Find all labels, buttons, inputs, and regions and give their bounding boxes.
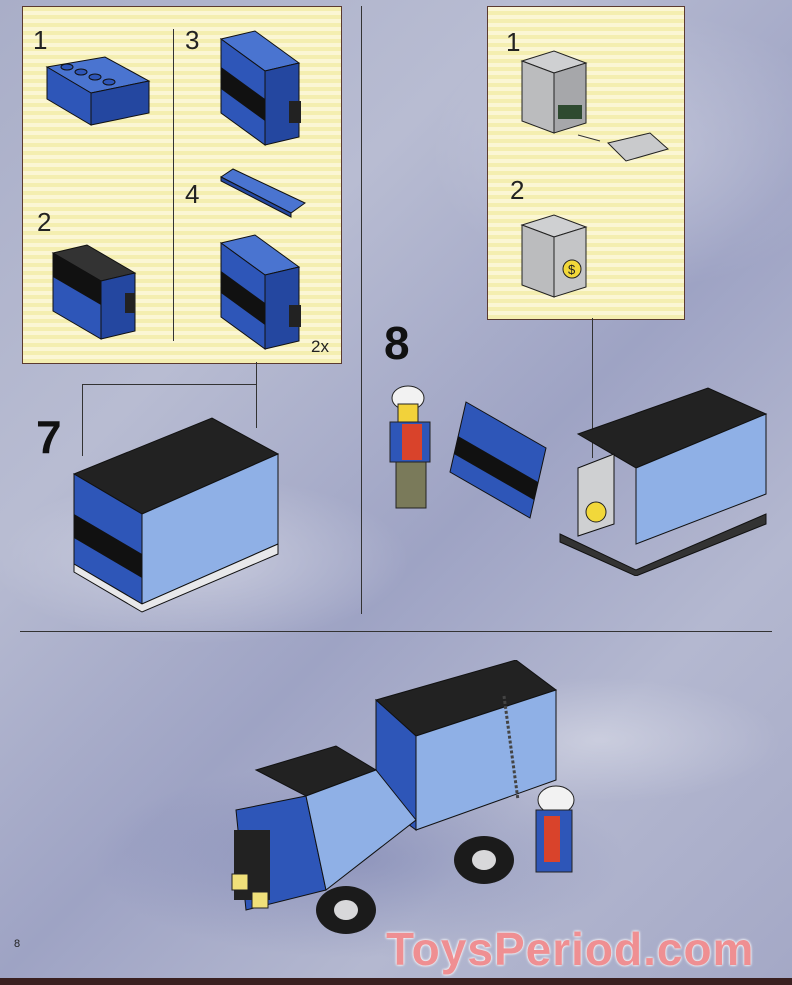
step-number-8: 8 [384, 317, 410, 369]
callout-connector-bar [82, 384, 256, 385]
substep-panel-right: 1 2 $ [487, 6, 685, 320]
blue-brick-1x4-icon [45, 56, 151, 126]
blue-black-wall-icon [219, 30, 301, 146]
blue-container-model-icon [72, 417, 280, 613]
svg-text:$: $ [568, 262, 576, 277]
container-with-safe-icon [559, 387, 768, 576]
page-number: 8 [14, 938, 21, 950]
grey-safe-dollar-icon: $ [520, 214, 588, 298]
substep-number-1: 1 [506, 27, 521, 57]
callout-connector-right [592, 318, 593, 458]
watermark-text: ToysPeriod.com [386, 923, 755, 975]
substep-divider [173, 29, 174, 341]
substep-number-1: 1 [33, 25, 48, 55]
blue-truck-model-icon [231, 660, 575, 934]
minifigure-worker-icon [389, 385, 431, 509]
blue-wall-panel-icon [449, 401, 547, 519]
callout-arrow-right [256, 384, 257, 428]
step-number-7: 7 [36, 411, 62, 463]
bottom-border [0, 978, 792, 985]
callout-connector-left [256, 362, 257, 384]
blue-black-wall-icon [219, 234, 301, 350]
grey-container-brick-icon [520, 50, 670, 162]
substep-number-2: 2 [37, 207, 52, 237]
multiplier-label: 2x [311, 337, 329, 356]
section-divider [20, 631, 772, 632]
column-divider [361, 6, 362, 614]
callout-arrow-left [82, 384, 83, 456]
blue-black-brick-assembly-icon [51, 244, 137, 340]
blue-tile-icon [220, 168, 306, 218]
substep-panel-left: 1 2 3 4 2x [22, 6, 342, 364]
substep-number-4: 4 [185, 179, 200, 209]
substep-number-2: 2 [510, 175, 525, 205]
substep-number-3: 3 [185, 25, 200, 55]
